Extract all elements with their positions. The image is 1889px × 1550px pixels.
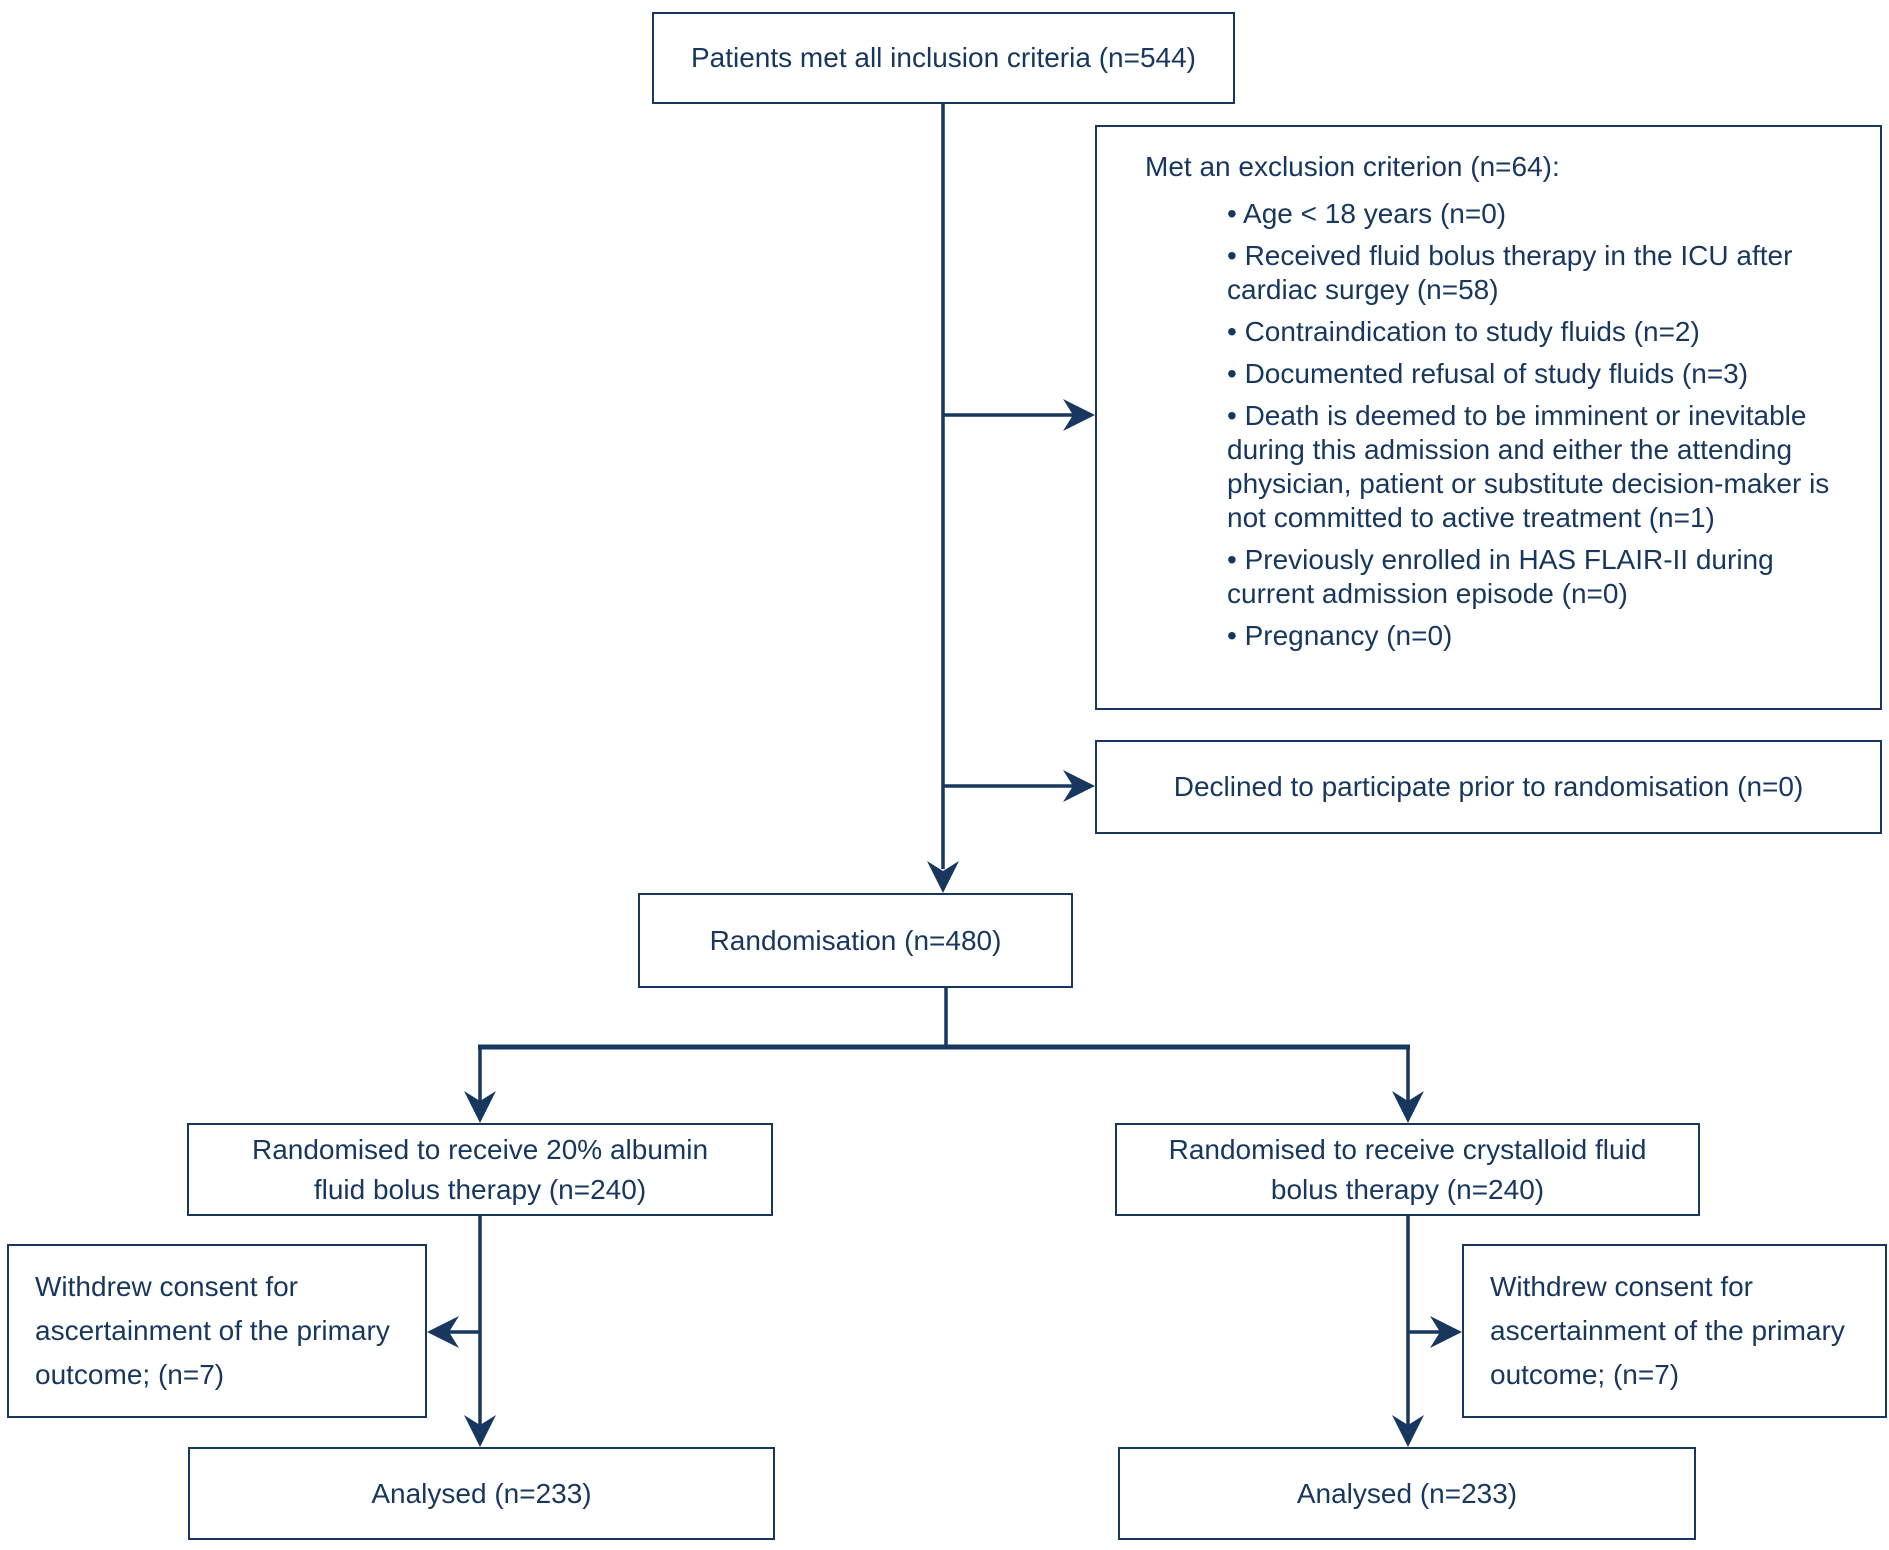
inclusion-criteria-box: Patients met all inclusion criteria (n=5… bbox=[652, 12, 1235, 104]
exclusion-item-refusal: • Documented refusal of study fluids (n=… bbox=[1227, 358, 1749, 389]
arrowhead-down-analysed-right-icon bbox=[1392, 1415, 1424, 1447]
inclusion-criteria-text: Patients met all inclusion criteria (n=5… bbox=[690, 42, 1196, 73]
arrowhead-down-crystalloid-icon bbox=[1392, 1091, 1424, 1123]
arrowhead-down-randomisation-icon bbox=[927, 861, 959, 893]
exclusion-title: Met an exclusion criterion (n=64): bbox=[1145, 151, 1560, 182]
withdrew-consent-left-box: Withdrew consent for ascertainment of th… bbox=[7, 1244, 427, 1418]
crystalloid-arm-box: Randomised to receive crystalloid fluid … bbox=[1115, 1123, 1700, 1216]
withdrew-consent-right-box: Withdrew consent for ascertainment of th… bbox=[1462, 1244, 1887, 1418]
withdrew-right-line2: ascertainment of the primary bbox=[1490, 1315, 1845, 1346]
arrowhead-right-withdrew-icon bbox=[1430, 1316, 1462, 1348]
withdrew-left-line1: Withdrew consent for bbox=[35, 1271, 298, 1302]
crystalloid-arm-line1: Randomised to receive crystalloid fluid bbox=[1168, 1133, 1647, 1165]
exclusion-item-contraindication: • Contraindication to study fluids (n=2) bbox=[1227, 316, 1700, 347]
exclusion-item-fluid-bolus: • Received fluid bolus therapy in the IC… bbox=[1227, 240, 1793, 305]
arrowhead-right-exclusion-icon bbox=[1063, 399, 1095, 431]
withdrew-right-line1: Withdrew consent for bbox=[1490, 1271, 1753, 1302]
randomisation-box: Randomisation (n=480) bbox=[638, 893, 1073, 988]
exclusion-list: • Age < 18 years (n=0) • Received fluid … bbox=[1227, 197, 1853, 653]
withdrew-left-line2: ascertainment of the primary bbox=[35, 1315, 390, 1346]
analysed-right-text: Analysed (n=233) bbox=[1296, 1477, 1518, 1509]
exclusion-item-age: • Age < 18 years (n=0) bbox=[1227, 198, 1507, 229]
exclusion-item-death-imminent: • Death is deemed to be imminent or inev… bbox=[1227, 400, 1830, 533]
arrowhead-down-analysed-left-icon bbox=[464, 1415, 496, 1447]
exclusion-criteria-box: Met an exclusion criterion (n=64): • Age… bbox=[1095, 125, 1882, 710]
albumin-arm-line1: Randomised to receive 20% albumin bbox=[251, 1133, 709, 1165]
withdrew-right-line3: outcome; (n=7) bbox=[1490, 1359, 1680, 1390]
albumin-arm-box: Randomised to receive 20% albumin fluid … bbox=[187, 1123, 773, 1216]
declined-text: Declined to participate prior to randomi… bbox=[1173, 771, 1804, 802]
declined-box: Declined to participate prior to randomi… bbox=[1095, 740, 1882, 834]
crystalloid-arm-line2: bolus therapy (n=240) bbox=[1270, 1173, 1545, 1205]
analysed-right-box: Analysed (n=233) bbox=[1118, 1447, 1696, 1540]
arrowhead-left-withdrew-icon bbox=[427, 1316, 459, 1348]
arrowhead-right-declined-icon bbox=[1063, 770, 1095, 802]
exclusion-item-previously-enrolled: • Previously enrolled in HAS FLAIR-II du… bbox=[1227, 544, 1774, 609]
analysed-left-box: Analysed (n=233) bbox=[188, 1447, 775, 1540]
randomisation-text: Randomisation (n=480) bbox=[709, 924, 1002, 956]
exclusion-item-pregnancy: • Pregnancy (n=0) bbox=[1227, 620, 1453, 651]
analysed-left-text: Analysed (n=233) bbox=[371, 1477, 592, 1509]
arrowhead-down-albumin-icon bbox=[464, 1091, 496, 1123]
albumin-arm-line2: fluid bolus therapy (n=240) bbox=[313, 1173, 647, 1205]
withdrew-left-line3: outcome; (n=7) bbox=[35, 1359, 225, 1390]
